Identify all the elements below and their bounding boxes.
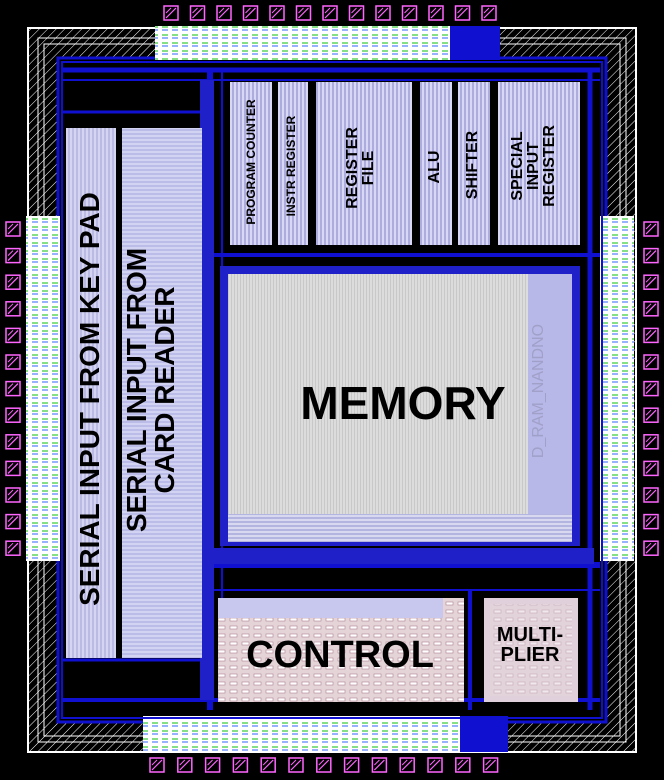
pad-cross-icon <box>189 5 206 21</box>
pad-cross-icon <box>5 274 21 290</box>
multiplier-line2: PLIER <box>500 644 560 666</box>
pad-cross-icon <box>455 757 471 773</box>
pad-cross-icon <box>260 757 276 773</box>
right-io-block <box>600 216 634 561</box>
pad-cross-icon <box>5 513 21 530</box>
pad-cross-icon <box>375 5 391 21</box>
pad-cross-icon <box>322 5 338 21</box>
pad-cross-icon <box>643 274 659 290</box>
pad-cross-icon <box>343 757 360 773</box>
bottom-io-block <box>143 716 460 752</box>
pad-cross-icon <box>288 757 304 773</box>
pad-cross-icon <box>216 5 232 21</box>
pad-cross-icon <box>5 487 21 503</box>
register-file-line1: REGISTER <box>344 127 361 209</box>
bus-strip-left <box>200 80 214 700</box>
serial-card-line2: CARD READER <box>149 286 180 494</box>
special-input-line3: REGISTER <box>541 125 558 207</box>
special-input-register-label: SPECIAL INPUT REGISTER <box>509 106 566 226</box>
serial-card-line1: SERIAL INPUT FROM <box>121 247 152 533</box>
multiplier-array <box>490 604 572 696</box>
memory-decoder <box>528 274 572 514</box>
pad-cross-icon <box>643 301 659 317</box>
top-io-driver <box>450 26 500 60</box>
pad-cross-icon <box>5 221 21 237</box>
pad-cross-icon <box>643 407 659 423</box>
special-input-line1: SPECIAL <box>509 131 526 201</box>
pad-cross-icon <box>5 327 21 344</box>
pad-cross-icon <box>5 354 21 370</box>
pad-cross-icon <box>643 380 659 397</box>
pad-cross-icon <box>454 5 471 21</box>
special-input-register-block <box>498 82 580 245</box>
pad-cross-icon <box>232 757 249 773</box>
pad-cross-icon <box>643 434 659 450</box>
control-pla <box>218 598 443 618</box>
pad-cross-icon <box>643 247 659 264</box>
memory-sense <box>228 514 572 542</box>
memory-array <box>228 274 528 514</box>
control-label: CONTROL <box>246 634 434 676</box>
pad-cross-icon <box>149 757 165 773</box>
top-io-block <box>155 26 450 60</box>
pad-cross-icon <box>428 5 444 21</box>
pad-cross-icon <box>643 513 659 530</box>
pad-cross-icon <box>643 460 659 477</box>
alu-label: ALU <box>426 150 443 184</box>
pad-cross-icon <box>643 221 659 237</box>
pad-cross-icon <box>482 757 499 773</box>
pad-cross-icon <box>481 5 497 21</box>
pad-cross-icon <box>399 757 415 773</box>
pad-cross-icon <box>643 487 659 503</box>
pad-cross-icon <box>643 540 659 556</box>
pad-cross-icon <box>5 540 21 556</box>
pad-cross-icon <box>295 5 312 21</box>
pad-cross-icon <box>204 757 221 773</box>
memory-cell-name: D_RAM_NANDNO <box>530 323 547 459</box>
shifter-block <box>458 82 490 245</box>
program-counter-block <box>230 82 272 245</box>
register-file-label: REGISTER FILE <box>344 113 381 223</box>
serial-card-logic <box>122 128 202 658</box>
pad-cross-icon <box>5 380 21 397</box>
pad-cross-icon <box>5 460 21 477</box>
instr-register-label: INSTR REGISTER <box>284 115 298 217</box>
pad-cross-icon <box>401 5 418 21</box>
pad-cross-icon <box>177 757 193 773</box>
program-counter-label: PROGRAM COUNTER <box>244 99 258 225</box>
multiplier-label: MULTI- PLIER <box>486 625 574 675</box>
bonding-pads <box>5 5 659 773</box>
multiplier-line1: MULTI- <box>496 624 564 646</box>
pad-cross-icon <box>5 301 21 317</box>
pad-cross-icon <box>371 757 388 773</box>
pad-cross-icon <box>5 434 21 450</box>
serial-keypad-logic <box>66 128 116 658</box>
serial-keypad-label: SERIAL INPUT FROM KEY PAD <box>74 192 105 606</box>
pad-cross-icon <box>643 354 659 370</box>
pad-cross-icon <box>427 757 443 773</box>
bus-strip-bottom <box>214 548 594 564</box>
special-input-line2: INPUT <box>525 142 542 190</box>
pad-cross-icon <box>316 757 332 773</box>
instr-register-block <box>278 82 308 245</box>
memory-label: MEMORY <box>300 377 506 429</box>
pad-cross-icon <box>269 5 285 21</box>
pad-cross-icon <box>348 5 365 21</box>
left-io-block <box>26 216 60 561</box>
pad-cross-icon <box>5 247 21 264</box>
pad-cross-icon <box>242 5 259 21</box>
pad-cross-icon <box>163 5 179 21</box>
alu-block <box>420 82 452 245</box>
pad-cross-icon <box>643 327 659 344</box>
serial-card-reader-label: SERIAL INPUT FROM CARD READER <box>121 220 189 560</box>
register-file-block <box>316 82 412 245</box>
bottom-io-driver <box>460 716 508 752</box>
shifter-label: SHIFTER <box>464 130 481 200</box>
register-file-line2: FILE <box>360 150 377 186</box>
pad-cross-icon <box>5 407 21 423</box>
